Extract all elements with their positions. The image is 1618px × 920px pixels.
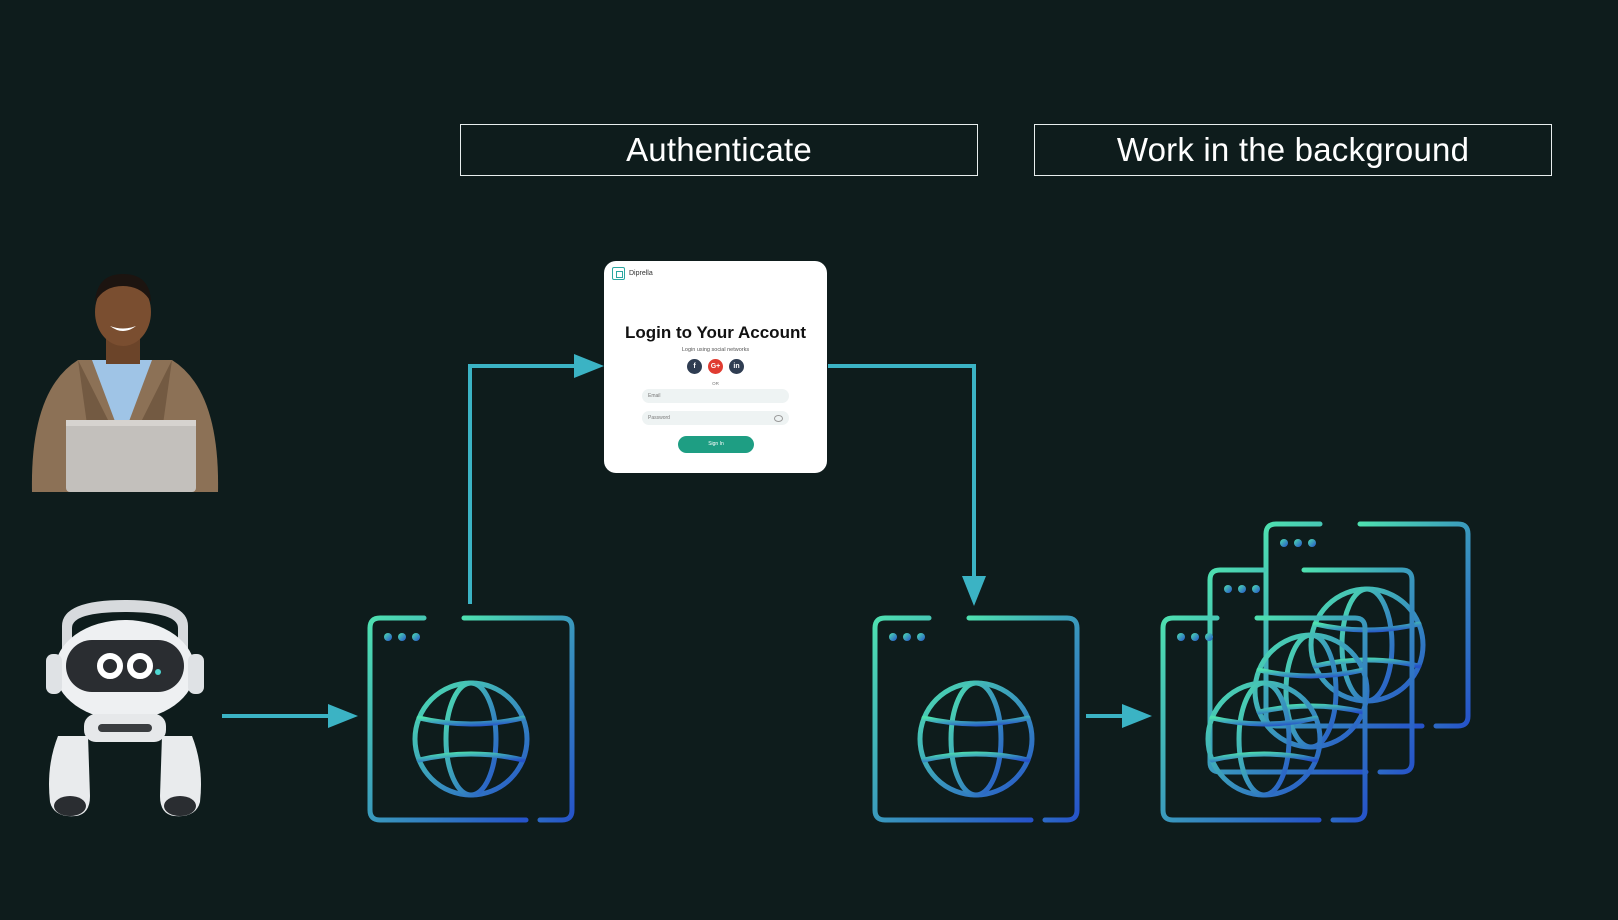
person-with-laptop-image: [31, 274, 219, 492]
login-subtitle: Login using social networks: [681, 347, 750, 353]
signin-button[interactable]: Sign In: [678, 436, 754, 453]
arrow-login-to-browser: [828, 364, 976, 584]
linkedin-icon[interactable]: in: [729, 359, 744, 374]
arrowhead-3: [962, 576, 986, 606]
password-field[interactable]: Password: [642, 411, 789, 425]
arrowhead-4: [1122, 704, 1152, 728]
robot-image: [46, 600, 204, 817]
background-label: Work in the background: [1034, 124, 1552, 176]
background-text: Work in the background: [1116, 131, 1470, 168]
login-title: Login to Your Account: [625, 323, 806, 342]
google-plus-icon[interactable]: G+: [708, 359, 723, 374]
browser-window-2: [875, 618, 1077, 820]
browser-window-1: [370, 618, 572, 820]
arrowhead-1: [328, 704, 358, 728]
authenticate-text: Authenticate: [626, 131, 812, 168]
brand: Diprella: [612, 267, 653, 280]
logo-icon: [612, 267, 625, 280]
facebook-icon[interactable]: f: [687, 359, 702, 374]
social-buttons: f G+ in: [604, 359, 827, 374]
or-divider: OR: [712, 381, 719, 386]
arrowhead-2: [574, 354, 604, 378]
eye-icon[interactable]: [774, 415, 783, 422]
authenticate-label: Authenticate: [460, 124, 978, 176]
login-card: Diprella Login to Your Account Login usi…: [604, 261, 827, 473]
brand-name: Diprella: [629, 270, 653, 277]
email-field[interactable]: Email: [642, 389, 789, 403]
arrow-browser-to-login: [468, 364, 580, 604]
password-placeholder: Password: [648, 415, 670, 421]
